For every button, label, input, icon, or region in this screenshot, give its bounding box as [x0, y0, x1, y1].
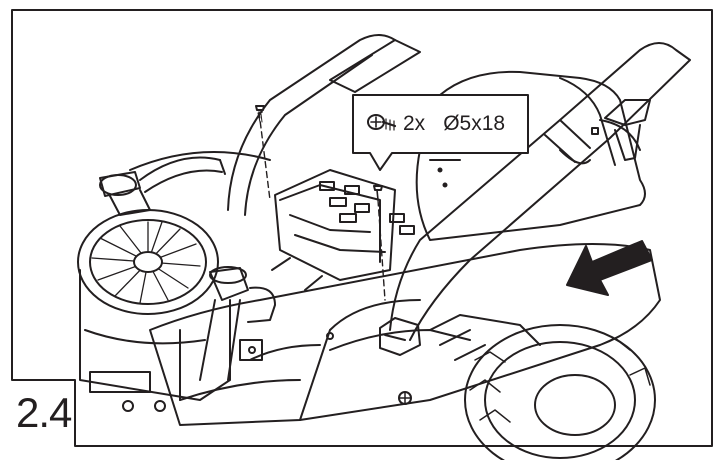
engine: [77, 151, 276, 412]
screw-quantity: 2x: [403, 112, 426, 135]
screw-right: [373, 185, 386, 301]
screw-icon: [367, 114, 397, 131]
screw-left: [255, 105, 271, 201]
callout-box: [352, 94, 529, 171]
step-number: 2.4: [16, 389, 72, 436]
handle-bar: [227, 34, 691, 341]
illustration-frame: [11, 9, 713, 447]
screw-spec-text: 2x Ø5x18: [403, 112, 505, 136]
rear-wheel: [429, 314, 656, 460]
handle-mount: [271, 169, 421, 356]
arrow-down-left-icon: [566, 240, 653, 296]
screw-size: Ø5x18: [443, 112, 506, 135]
